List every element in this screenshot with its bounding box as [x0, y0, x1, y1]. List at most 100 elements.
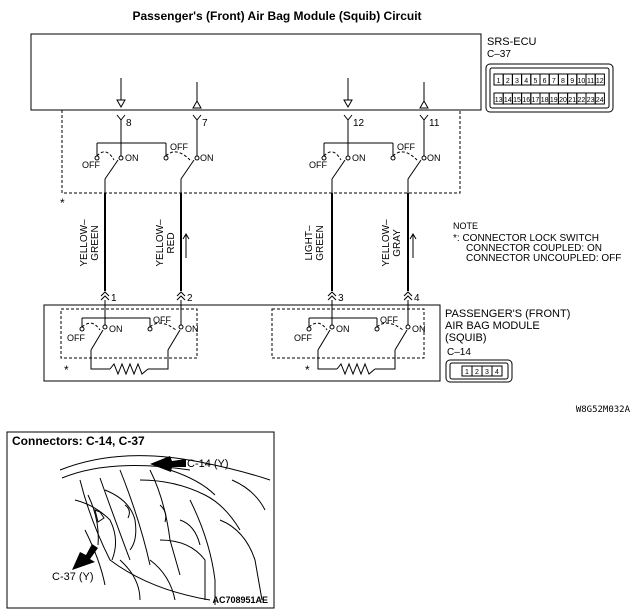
ecu-switch-4-off: OFF: [397, 142, 415, 152]
inset-callout-c37: C-37 (Y): [52, 571, 94, 583]
module-lock-switches: [79, 300, 411, 376]
connector-pin-cell: [594, 92, 605, 105]
note-heading: NOTE: [453, 221, 478, 231]
inset-code: AC708951AE: [212, 595, 268, 605]
connector-pin-number: 1: [465, 369, 469, 376]
module-switch-2-off: OFF: [153, 315, 171, 325]
module-switch-3-on: ON: [336, 324, 350, 334]
c37-callout-arrow: [72, 544, 98, 570]
connector-pin-number: 7: [552, 78, 556, 85]
air-bag-module-box: [43, 304, 441, 382]
module-name-line-2: AIR BAG MODULE: [445, 320, 540, 332]
connector-location-inset: [6, 431, 275, 609]
ecu-connector-label: C–37: [487, 49, 511, 60]
module-pin-2: 2: [187, 293, 193, 304]
ecu-pin-12: 12: [353, 118, 365, 129]
module-switch-1-off: OFF: [67, 333, 85, 343]
wire-2-color-line1: YELLOW–: [155, 219, 166, 267]
wire-3-color-line1: LIGHT–: [304, 225, 315, 260]
note-line-3: CONNECTOR UNCOUPLED: OFF: [466, 253, 621, 264]
module-switch-enclosure-2: [271, 308, 425, 359]
ecu-switch-1-off: OFF: [82, 160, 100, 170]
ecu-name: SRS-ECU: [487, 36, 537, 48]
ecu-pin-8: 8: [126, 118, 132, 129]
connector-pin-number: 1: [497, 78, 501, 85]
ecu-switch-3-on: ON: [352, 153, 366, 163]
wire-3-color-line2: GREEN: [315, 225, 326, 261]
module-lock-switch-asterisk-2: *: [305, 363, 310, 377]
connector-pin-number: 19: [550, 97, 558, 104]
connector-pin-number: 2: [475, 369, 479, 376]
connector-pin-number: 21: [568, 97, 576, 104]
module-pin-3: 3: [338, 293, 344, 304]
connector-pin-number: 10: [578, 78, 586, 85]
ecu-input-arrows: [116, 78, 429, 109]
connector-pin-number: 20: [559, 97, 567, 104]
module-name-line-1: PASSENGER'S (FRONT): [445, 308, 570, 320]
module-lock-switch-asterisk-1: *: [64, 363, 69, 377]
ecu-switch-enclosure: [61, 110, 461, 194]
connector-pin-number: 2: [506, 78, 510, 85]
module-switch-3-off: OFF: [294, 333, 312, 343]
ecu-switch-4-on: ON: [427, 153, 441, 163]
module-pin-4: 4: [414, 293, 420, 304]
connector-pin-number: 3: [515, 78, 519, 85]
connector-pin-number: 16: [522, 97, 530, 104]
wire-1-color-line1: YELLOW–: [79, 219, 90, 267]
connector-pin-number: 14: [504, 97, 512, 104]
harness-wires: [104, 193, 409, 291]
ecu-pin-11: 11: [429, 118, 440, 129]
dashboard-illustration: [59, 455, 271, 605]
module-connector-label: C–14: [447, 347, 471, 358]
connector-pin-cell: [491, 365, 503, 377]
connector-pin-number: 9: [570, 78, 574, 85]
connector-pin-number: 17: [532, 97, 540, 104]
note-line-1: *: CONNECTOR LOCK SWITCH: [453, 233, 599, 244]
connector-pin-cell: [594, 73, 605, 86]
ecu-switch-3-off: OFF: [309, 160, 327, 170]
wire-2-color-line2: RED: [166, 232, 177, 253]
module-switch-1-on: ON: [109, 324, 123, 334]
connector-pin-number: 5: [533, 78, 537, 85]
module-pin-marks: [100, 291, 413, 301]
diagram-code: W8G52M032A: [576, 405, 631, 415]
srs-ecu-box: [30, 33, 482, 111]
connector-pin-number: 15: [513, 97, 521, 104]
connector-pin-number: 24: [596, 97, 604, 104]
connector-pin-number: 22: [578, 97, 586, 104]
module-name-line-3: (SQUIB): [445, 332, 487, 344]
connector-pin-number: 11: [587, 78, 594, 85]
wire-1-color-line2: GREEN: [90, 225, 101, 261]
module-pin-1: 1: [111, 293, 117, 304]
connector-pin-number: 18: [541, 97, 549, 104]
diagram-title: Passenger's (Front) Air Bag Module (Squi…: [132, 9, 421, 23]
module-switch-4-off: OFF: [380, 315, 398, 325]
module-switch-enclosure-1: [60, 308, 198, 359]
ecu-switch-2-on: ON: [200, 153, 214, 163]
module-switch-4-on: ON: [412, 324, 426, 334]
connector-pin-number: 4: [495, 369, 499, 376]
connector-pin-number: 3: [485, 369, 489, 376]
current-arrows: [182, 233, 417, 258]
wire-4-color-line1: YELLOW–: [381, 219, 392, 267]
ecu-switch-2-off: OFF: [170, 142, 188, 152]
note-line-2: CONNECTOR COUPLED: ON: [466, 243, 602, 254]
ecu-pin-7: 7: [202, 118, 208, 129]
connector-pin-number: 4: [524, 78, 528, 85]
connector-pin-number: 6: [543, 78, 547, 85]
ecu-pin-marks: [116, 114, 429, 130]
connector-pin-number: 8: [561, 78, 565, 85]
c14-callout-arrow: [150, 456, 186, 472]
ecu-switch-1-on: ON: [125, 153, 139, 163]
ecu-lock-switch-asterisk: *: [60, 196, 65, 210]
inset-title: Connectors: C-14, C-37: [12, 434, 145, 448]
wire-4-color-line2: GRAY: [392, 229, 403, 257]
module-switch-2-on: ON: [185, 324, 199, 334]
connector-pin-number: 12: [596, 78, 604, 85]
connector-pin-number: 23: [587, 97, 595, 104]
connector-pin-number: 13: [495, 97, 503, 104]
inset-callout-c14: C-14 (Y): [187, 458, 229, 470]
